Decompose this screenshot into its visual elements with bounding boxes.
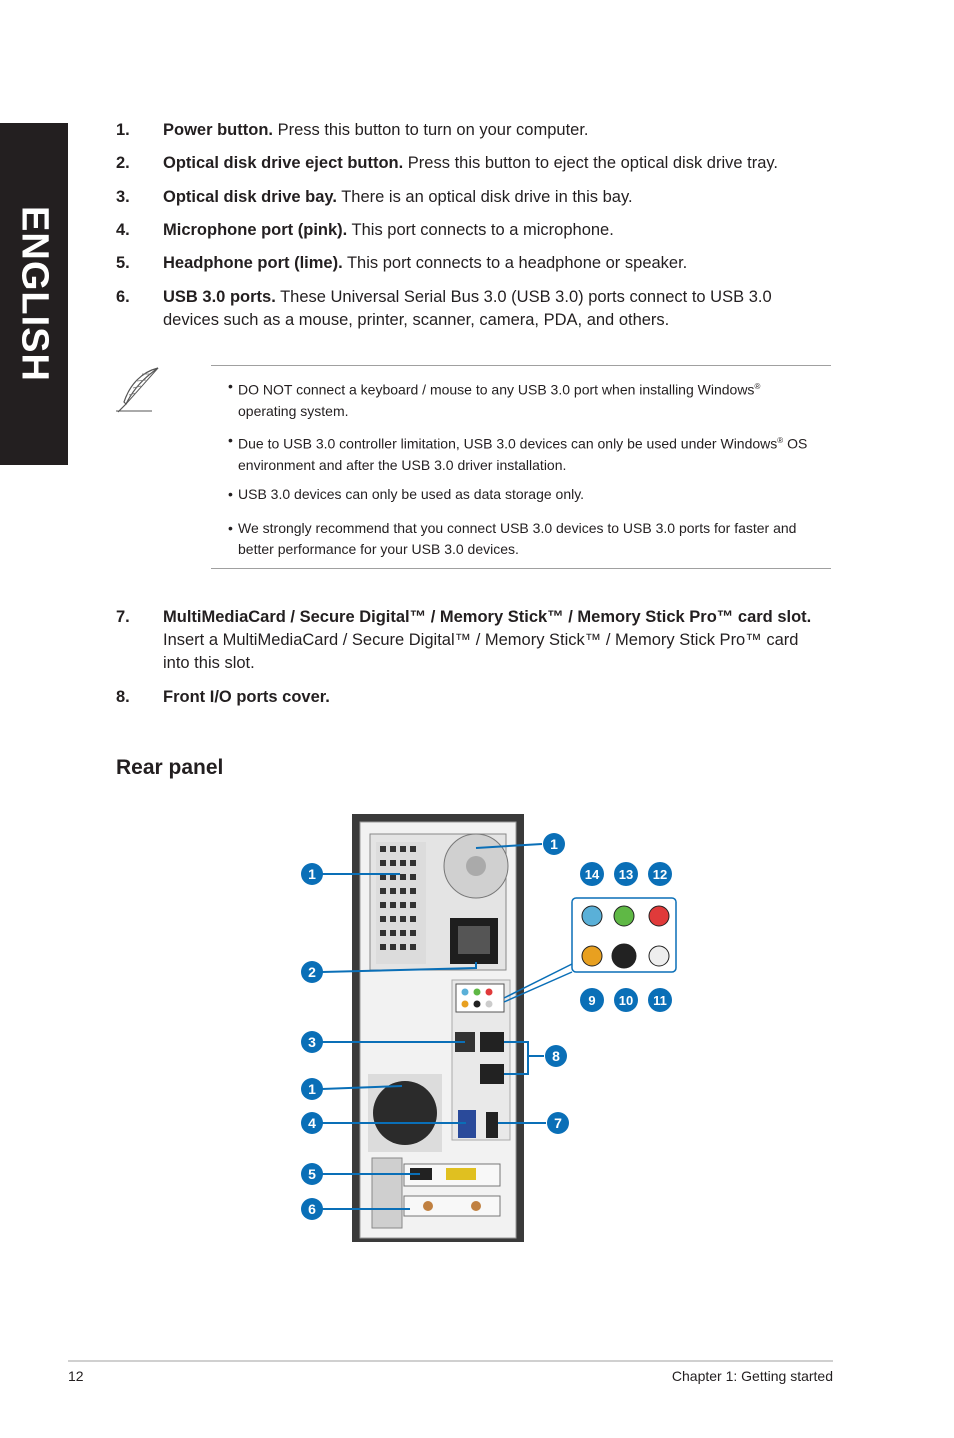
svg-text:1: 1 — [308, 866, 316, 882]
svg-text:8: 8 — [552, 1048, 560, 1064]
jack-rear-speaker — [611, 943, 637, 969]
antenna-connector — [423, 1201, 433, 1211]
note-bullet: •Due to USB 3.0 controller limitation, U… — [228, 432, 808, 473]
list-item: 2. Optical disk drive eject button. Pres… — [116, 154, 779, 172]
note-feather-icon — [116, 367, 159, 413]
svg-text:4: 4 — [308, 1115, 316, 1131]
svg-text:1: 1 — [308, 1081, 316, 1097]
language-tab-label: ENGLISH — [13, 206, 56, 382]
rear-fan-grille — [373, 1081, 437, 1145]
list-item: 6. USB 3.0 ports. These Universal Serial… — [116, 288, 772, 329]
svg-text:2: 2 — [308, 964, 316, 980]
svg-text:14: 14 — [585, 867, 600, 882]
item-text: There is an optical disk drive in this b… — [336, 188, 633, 206]
svg-text:6: 6 — [308, 1201, 316, 1217]
callout-1b: 1 — [543, 833, 565, 855]
audio-jacks-small — [455, 983, 505, 1013]
item-title: Optical disk drive bay. — [163, 188, 337, 206]
svg-text:10: 10 — [619, 993, 633, 1008]
note-box: •DO NOT connect a keyboard / mouse to an… — [211, 365, 831, 569]
language-tab: ENGLISH — [0, 123, 68, 465]
callout-5: 5 — [301, 1163, 323, 1185]
svg-text:7: 7 — [554, 1115, 562, 1131]
list-item: 4. Microphone port (pink). This port con… — [116, 221, 614, 239]
item-text: Press this button to eject the optical d… — [403, 154, 779, 172]
svg-text:12: 12 — [653, 867, 667, 882]
item-title: Headphone port (lime). — [163, 254, 343, 272]
slot-bracket — [371, 1157, 403, 1229]
page-number: 12 — [68, 1368, 84, 1384]
list-item: 7. MultiMediaCard / Secure Digital™ / Me… — [116, 608, 812, 672]
list-item: 3. Optical disk drive bay. There is an o… — [116, 188, 633, 206]
psu-vent-holes — [380, 846, 416, 950]
antenna-connector — [471, 1201, 481, 1211]
leader-lines — [321, 843, 546, 1210]
callout-14: 14 — [580, 862, 604, 886]
callout-4: 4 — [301, 1112, 323, 1134]
note-bullet: •DO NOT connect a keyboard / mouse to an… — [228, 378, 761, 419]
list-item: 5. Headphone port (lime). This port conn… — [116, 254, 688, 272]
section-title: Rear panel — [116, 756, 224, 779]
hdmi-port — [486, 1112, 498, 1138]
jack-center-sub — [581, 945, 603, 967]
jack-side-speaker — [648, 945, 670, 967]
svg-text:11: 11 — [653, 993, 667, 1008]
usb-ports-top — [480, 1032, 504, 1052]
dvi-card-port — [446, 1168, 476, 1180]
item-text: Press this button to turn on your comput… — [273, 121, 589, 139]
vga-port — [458, 1110, 476, 1138]
list-item: 1. Power button. Press this button to tu… — [116, 121, 589, 139]
rear-panel-diagram: 1 1 2 3 1 4 5 6 7 8 14 13 12 9 10 11 — [301, 814, 677, 1242]
jack-line-out — [613, 905, 635, 927]
svg-text:13: 13 — [619, 867, 633, 882]
svg-text:1: 1 — [550, 836, 558, 852]
callout-11: 11 — [648, 988, 672, 1012]
item-title: Optical disk drive eject button. — [163, 154, 404, 172]
callout-3: 3 — [301, 1031, 323, 1053]
item-title: USB 3.0 ports. — [163, 288, 276, 306]
callout-7: 7 — [547, 1112, 569, 1134]
chapter-title: Chapter 1: Getting started — [671, 1368, 833, 1384]
item-text: This port connects to a headphone or spe… — [342, 254, 688, 272]
callout-13: 13 — [614, 862, 638, 886]
svg-text:3: 3 — [308, 1034, 316, 1050]
item-text: These Universal Serial Bus 3.0 (USB 3.0)… — [163, 288, 772, 329]
callout-6: 6 — [301, 1198, 323, 1220]
power-socket — [458, 926, 490, 954]
jack-line-in — [581, 905, 603, 927]
callout-1c: 1 — [301, 1078, 323, 1100]
callout-2: 2 — [301, 961, 323, 983]
psu-fan-hub — [466, 856, 486, 876]
hdmi-card-port — [410, 1168, 432, 1180]
note-bullet: •USB 3.0 devices can only be used as dat… — [228, 486, 585, 502]
usb-ports-bottom — [480, 1064, 504, 1084]
svg-text:9: 9 — [588, 993, 595, 1008]
item-title: Power button. — [163, 121, 273, 139]
wifi-card-bracket — [403, 1195, 501, 1217]
callout-9: 9 — [580, 988, 604, 1012]
list-item: 8. Front I/O ports cover. — [116, 688, 330, 706]
item-title: Front I/O ports cover. — [163, 688, 330, 706]
callout-1a: 1 — [301, 863, 323, 885]
item-text: Insert a MultiMediaCard / Secure Digital… — [163, 631, 799, 672]
callout-10: 10 — [614, 988, 638, 1012]
item-title: Microphone port (pink). — [163, 221, 348, 239]
note-bullet: •We strongly recommend that you connect … — [228, 520, 797, 557]
item-title: MultiMediaCard / Secure Digital™ / Memor… — [163, 608, 812, 626]
callout-12: 12 — [648, 862, 672, 886]
callout-8: 8 — [545, 1045, 567, 1067]
jack-mic — [648, 905, 670, 927]
svg-text:5: 5 — [308, 1166, 316, 1182]
footer-divider — [68, 1360, 833, 1362]
item-text: This port connects to a microphone. — [347, 221, 614, 239]
